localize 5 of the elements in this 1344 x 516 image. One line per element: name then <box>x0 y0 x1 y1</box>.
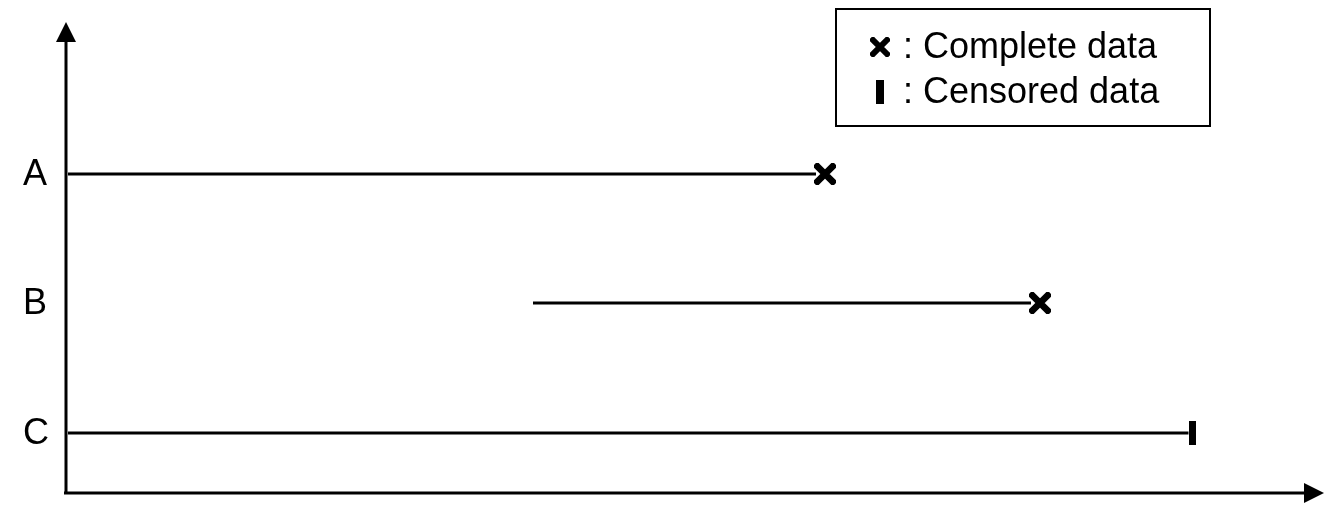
legend-label: : Complete data <box>903 26 1158 66</box>
row-label: C <box>23 412 49 452</box>
row-label: A <box>23 153 47 193</box>
row-label: B <box>23 282 47 322</box>
legend-label: : Censored data <box>903 71 1160 111</box>
